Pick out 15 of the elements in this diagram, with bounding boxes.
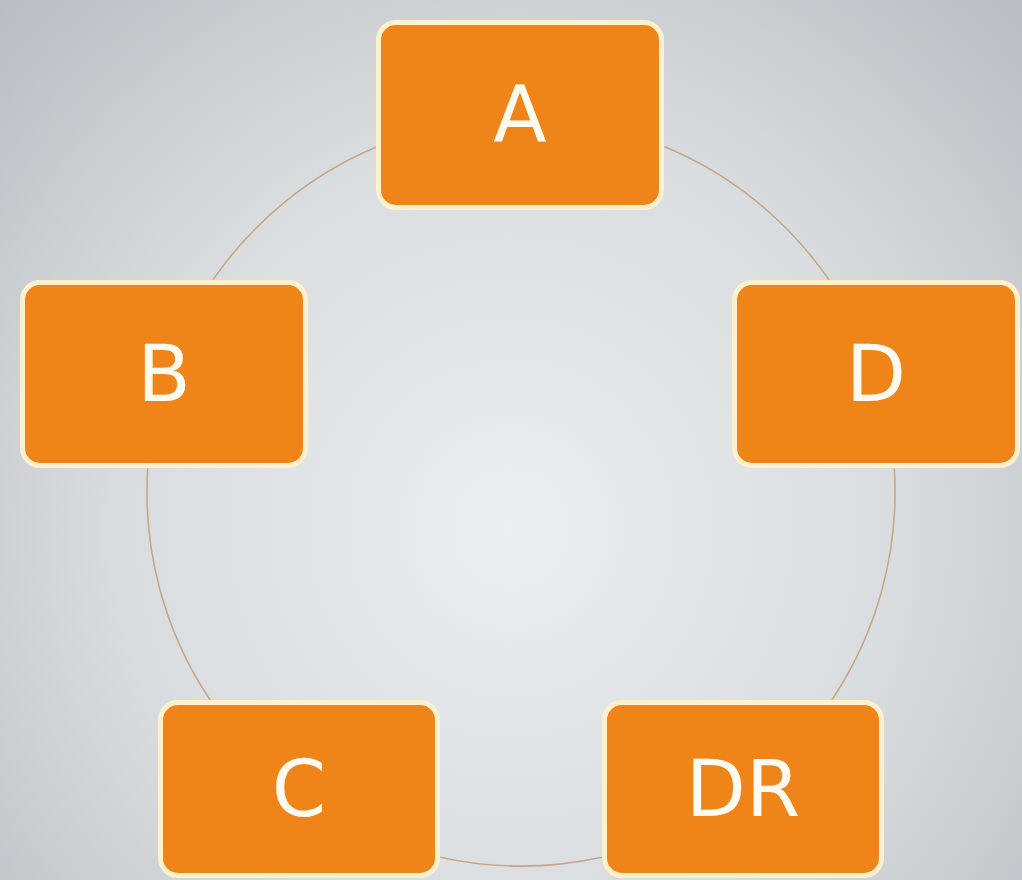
node-label: B — [137, 335, 191, 413]
connector-arc — [212, 146, 377, 281]
connector-arc — [663, 145, 830, 281]
node-label: D — [845, 335, 907, 413]
process-box — [158, 700, 440, 878]
process-box — [376, 20, 664, 210]
process-box — [732, 280, 1020, 468]
node-label: C — [271, 750, 327, 828]
node-label: A — [493, 76, 547, 154]
connector-arc — [831, 467, 896, 701]
connector-arc — [439, 856, 603, 867]
node-label: DR — [685, 750, 801, 828]
process-box — [20, 280, 308, 468]
process-box — [602, 700, 884, 878]
connector-arc — [146, 467, 211, 701]
